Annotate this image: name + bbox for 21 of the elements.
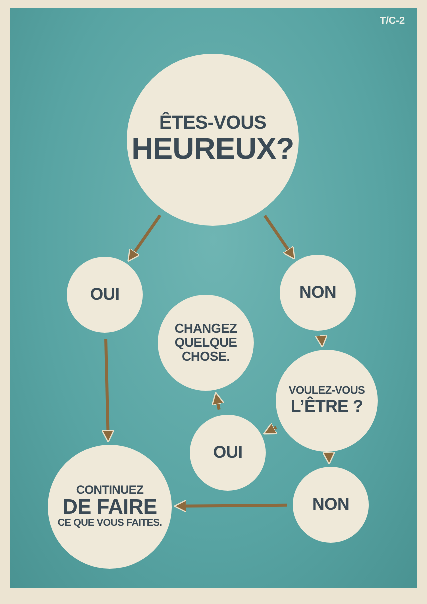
node-text: CE QUE VOUS FAITES. — [58, 519, 162, 530]
node-text: ÊTES-VOUS — [159, 114, 267, 134]
node-text: NON — [312, 496, 350, 514]
arrow — [174, 500, 288, 513]
node-text: CONTINUEZ — [76, 484, 144, 497]
node-text: DE FAIRE — [62, 496, 158, 519]
arrow — [264, 215, 296, 260]
arrow — [314, 334, 328, 348]
arrow — [128, 214, 162, 262]
node-text: CHANGEZ QUELQUE CHOSE. — [174, 322, 238, 364]
arrow — [322, 452, 336, 466]
node-text: HEUREUX? — [132, 134, 294, 166]
node-text: OUI — [213, 444, 243, 462]
arrow — [263, 422, 278, 435]
node-text: L’ÊTRE ? — [290, 398, 364, 416]
code-label: T/C-2 — [380, 16, 405, 27]
node-text: OUI — [90, 286, 120, 304]
arrow — [102, 338, 115, 444]
arrow — [212, 392, 225, 410]
node-text: VOULEZ-VOUS — [288, 386, 366, 397]
node-text: NON — [300, 284, 336, 302]
